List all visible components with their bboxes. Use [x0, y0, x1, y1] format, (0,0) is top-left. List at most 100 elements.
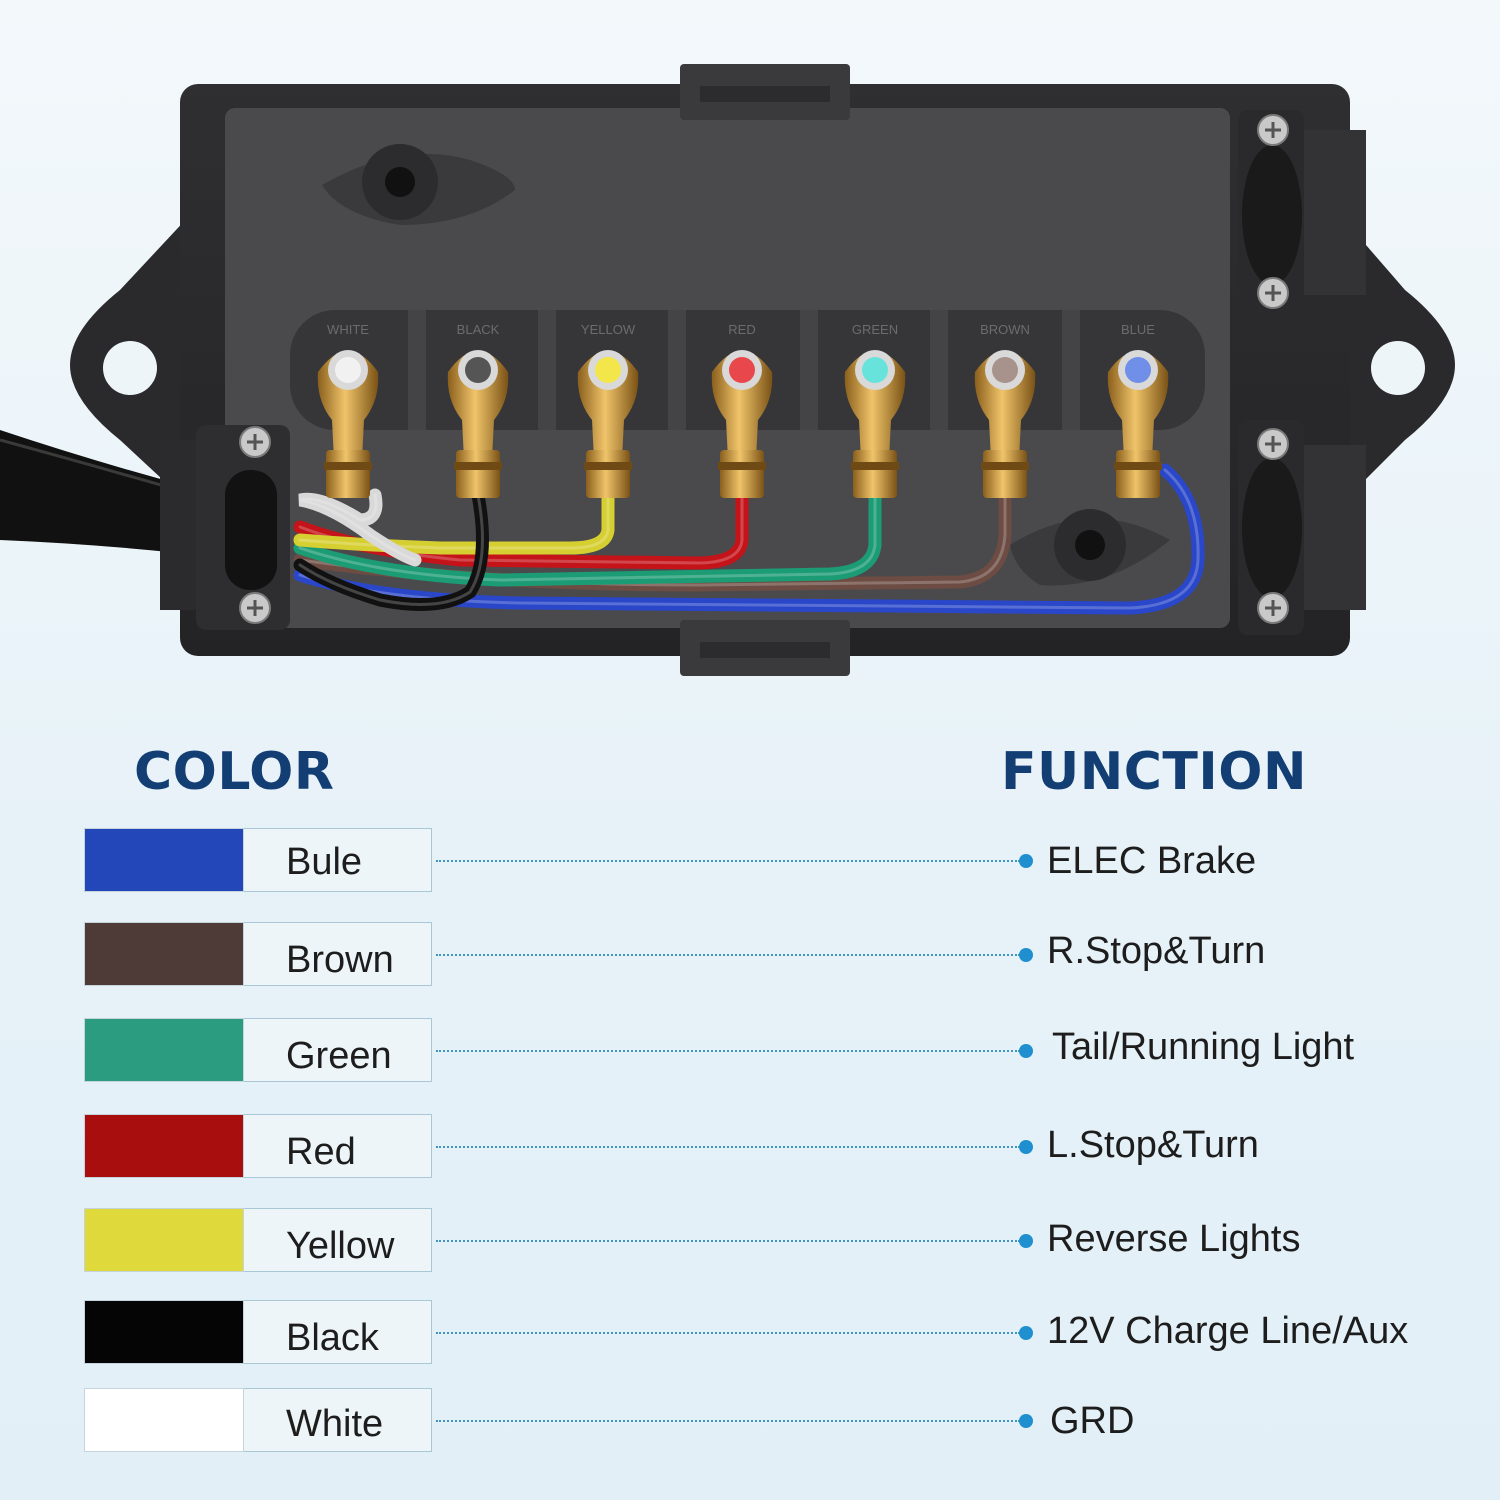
color-swatch [84, 1300, 244, 1364]
leader-line [436, 1050, 1020, 1052]
terminal-black [447, 350, 509, 498]
color-swatch [84, 1388, 244, 1452]
function-label: R.Stop&Turn [1047, 930, 1266, 972]
color-label-box: Brown [244, 922, 432, 986]
terminal-barrel [983, 450, 1027, 498]
bullet-dot [1019, 854, 1033, 868]
black-wire-highlight [298, 493, 484, 606]
yellow-wire [293, 488, 615, 555]
function-label: Tail/Running Light [1052, 1026, 1355, 1068]
terminal-red [711, 350, 773, 498]
terminal-color-dot [729, 357, 755, 383]
crimp-band [1114, 462, 1162, 470]
color-label-box: Green [244, 1018, 432, 1082]
terminal-color-dot [595, 357, 621, 383]
legend-row-red: Red L.Stop&Turn [0, 1114, 1500, 1180]
crimp-band [981, 462, 1029, 470]
terminal-barrel [456, 450, 500, 498]
terminal-dividers [408, 310, 1080, 430]
function-label: 12V Charge Line/Aux [1047, 1310, 1409, 1352]
color-swatch [84, 1018, 244, 1082]
function-label: L.Stop&Turn [1047, 1124, 1259, 1166]
leader-line [436, 1332, 1020, 1334]
function-heading: FUNCTION [1001, 742, 1307, 802]
screw [1257, 428, 1289, 460]
terminal-color-dot [1125, 357, 1151, 383]
bullet-dot [1019, 1326, 1033, 1340]
terminal-barrel [326, 450, 370, 498]
color-name: Yellow [286, 1225, 395, 1267]
right-grommets [1238, 110, 1366, 635]
terminal-color-dot [862, 357, 888, 383]
screw [239, 592, 271, 624]
terminals [317, 350, 1169, 498]
terminal-white [317, 350, 379, 498]
terminal-brown [974, 350, 1036, 498]
screw [239, 426, 271, 458]
legend-row-white: White GRD [0, 1388, 1500, 1454]
color-swatch [84, 828, 244, 892]
terminal-label-red: RED [728, 322, 755, 337]
bullet-dot [1019, 1044, 1033, 1058]
function-label: ELEC Brake [1047, 840, 1257, 882]
terminal-label-yellow: YELLOW [581, 322, 636, 337]
color-name: Bule [286, 841, 363, 883]
crimp-band [324, 462, 372, 470]
bullet-dot [1019, 1234, 1033, 1248]
white-wire-highlight [299, 493, 417, 562]
blue-wire-highlight [298, 468, 1200, 610]
bullet-dot [1019, 1414, 1033, 1428]
terminal-label-blue: BLUE [1121, 322, 1155, 337]
white-wire [298, 488, 422, 567]
color-label-box: Black [244, 1300, 432, 1364]
color-name: Brown [286, 939, 394, 981]
crimp-band [718, 462, 766, 470]
color-swatch [84, 1114, 244, 1178]
terminal-label-white: WHITE [327, 322, 369, 337]
color-swatch [84, 922, 244, 986]
crimp-band [584, 462, 632, 470]
terminal-label-green: GREEN [852, 322, 898, 337]
color-label-box: Red [244, 1114, 432, 1178]
color-name: Red [286, 1131, 356, 1173]
terminal-barrel [720, 450, 764, 498]
color-label-box: White [244, 1388, 432, 1452]
leader-line [436, 1420, 1020, 1422]
color-heading: COLOR [134, 742, 335, 802]
function-label: Reverse Lights [1047, 1218, 1301, 1260]
screw [1257, 592, 1289, 624]
terminal-color-dot [335, 357, 361, 383]
legend-row-green: Green Tail/Running Light [0, 1018, 1500, 1084]
left-mounting-hole [103, 341, 157, 395]
black-wire [293, 488, 489, 611]
legend-row-brown: Brown R.Stop&Turn [0, 922, 1500, 988]
legend-row-yellow: Yellow Reverse Lights [0, 1208, 1500, 1274]
terminal-color-dot [465, 357, 491, 383]
bullet-dot [1019, 948, 1033, 962]
legend-row-black: Black 12V Charge Line/Aux [0, 1300, 1500, 1366]
color-name: Green [286, 1035, 392, 1077]
cable-clamp [160, 425, 290, 630]
terminal-blue [1107, 350, 1169, 498]
leader-line [436, 1240, 1020, 1242]
crimp-band [851, 462, 899, 470]
blue-wire [293, 463, 1205, 615]
terminal-color-dot [992, 357, 1018, 383]
crimp-band [454, 462, 502, 470]
leader-line [436, 954, 1020, 956]
terminal-barrel [586, 450, 630, 498]
right-mounting-hole [1371, 341, 1425, 395]
screw [1257, 277, 1289, 309]
terminal-barrel [1116, 450, 1160, 498]
leader-line [436, 1146, 1020, 1148]
color-label-box: Bule [244, 828, 432, 892]
leader-line [436, 860, 1020, 862]
terminal-barrel [853, 450, 897, 498]
function-label: GRD [1050, 1400, 1135, 1442]
wires [293, 463, 1205, 615]
legend-row-blue: Bule ELEC Brake [0, 828, 1500, 894]
color-label-box: Yellow [244, 1208, 432, 1272]
yellow-wire-highlight [298, 493, 610, 550]
